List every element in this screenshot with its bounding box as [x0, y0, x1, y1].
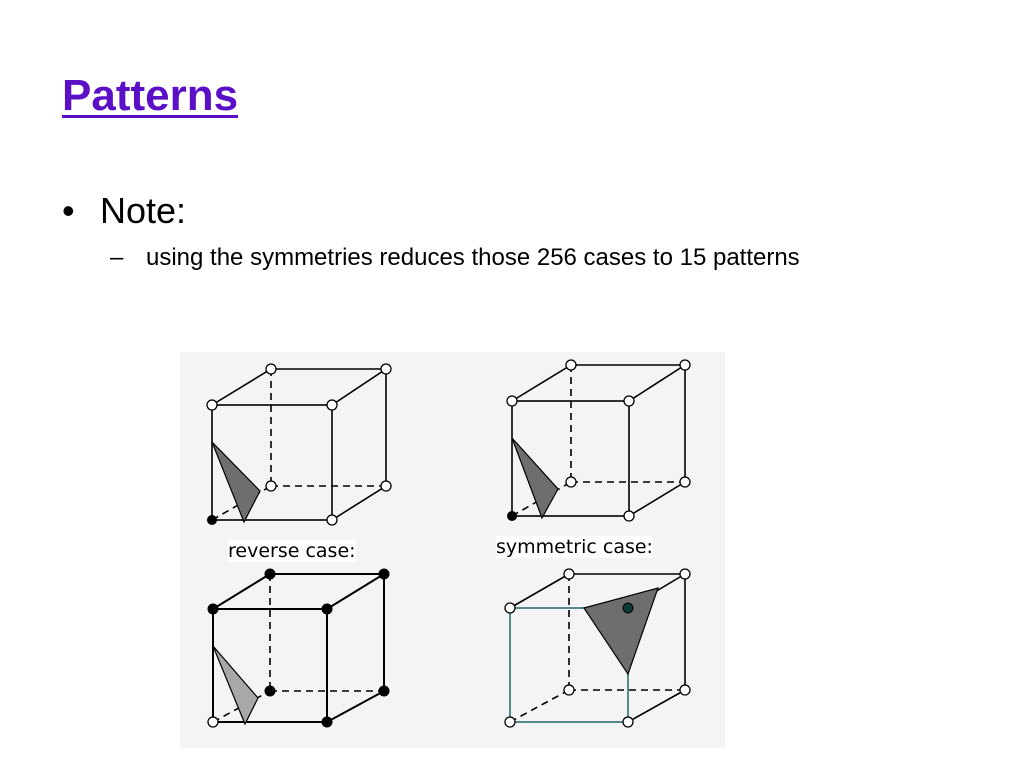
vertex-open-icon	[326, 399, 338, 411]
reverse-case-label: reverse case:	[228, 540, 356, 562]
bullet-item: • Note:	[62, 186, 186, 236]
cube-reverse-case	[212, 573, 385, 723]
vertex-open-icon	[504, 602, 516, 614]
cube-symmetric-case	[509, 573, 686, 723]
vertex-filled-icon	[321, 716, 333, 728]
marching-cubes-figure: reverse case: symmetric case:	[180, 352, 725, 748]
triangle-surface	[212, 645, 259, 726]
sub-bullet-item: –using the symmetries reduces those 256 …	[110, 241, 800, 275]
vertex-open-icon	[380, 480, 392, 492]
vertex-open-icon	[506, 395, 518, 407]
vertex-filled-icon	[207, 603, 219, 615]
vertex-open-icon	[265, 363, 277, 375]
slide-title: Patterns	[62, 71, 239, 120]
cube-front-face	[211, 404, 333, 521]
vertex-filled-icon	[264, 685, 276, 697]
vertex-filled-icon	[507, 511, 517, 521]
vertex-open-icon	[565, 476, 577, 488]
vertex-open-icon	[380, 363, 392, 375]
vertex-filled-icon	[321, 603, 333, 615]
vertex-open-icon	[679, 359, 691, 371]
vertex-open-icon	[679, 684, 691, 696]
vertex-open-icon	[563, 684, 575, 696]
vertex-open-icon	[622, 716, 634, 728]
vertex-open-icon	[326, 514, 338, 526]
cube-single-vertex	[211, 368, 387, 521]
sub-bullet-text: using the symmetries reduces those 256 c…	[146, 244, 800, 271]
bullet-marker: •	[62, 190, 75, 231]
vertex-open-icon	[563, 568, 575, 580]
bullet-text: Note:	[100, 190, 187, 231]
vertex-open-icon	[206, 399, 218, 411]
triangle-surface	[211, 441, 261, 524]
vertex-open-icon	[504, 716, 516, 728]
vertex-open-icon	[623, 395, 635, 407]
vertex-open-icon	[565, 359, 577, 371]
vertex-open-icon	[679, 568, 691, 580]
triangle-surface	[511, 437, 559, 520]
vertex-open-icon	[679, 476, 691, 488]
vertex-filled-icon	[622, 602, 634, 614]
triangle-surface	[583, 587, 659, 676]
vertex-filled-icon	[264, 568, 276, 580]
cube-diagrams	[206, 359, 691, 728]
vertex-filled-icon	[207, 515, 217, 525]
symmetric-case-label: symmetric case:	[496, 536, 653, 558]
vertex-open-icon	[265, 480, 277, 492]
cube-single-vertex	[511, 364, 686, 517]
vertex-filled-icon	[378, 568, 390, 580]
vertex-filled-icon	[378, 685, 390, 697]
vertex-open-icon	[623, 510, 635, 522]
vertex-open-icon	[207, 716, 219, 728]
sub-bullet-marker: –	[110, 244, 124, 271]
